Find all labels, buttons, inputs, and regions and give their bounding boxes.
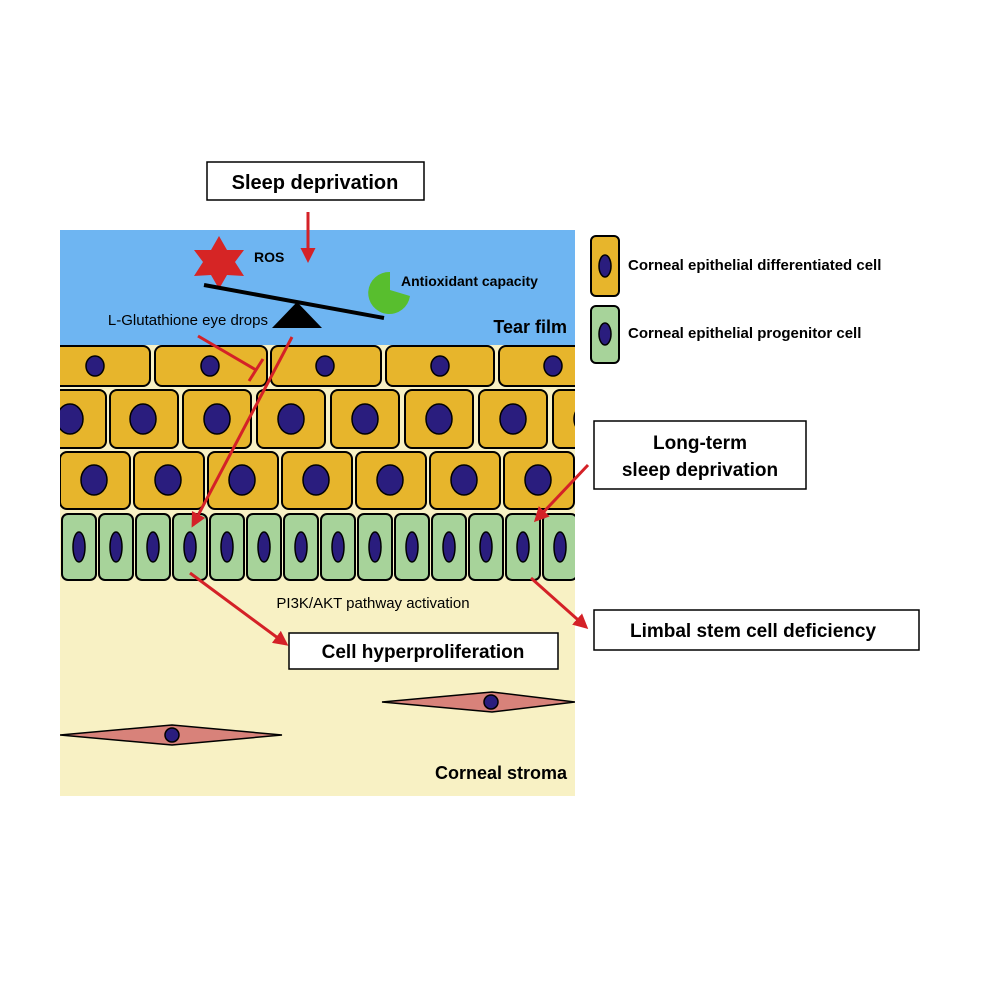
inhibition-arrow <box>197 334 265 382</box>
long-term-label-line1: Long-term <box>653 433 747 454</box>
fulcrum-to-progenitor-arrow <box>191 336 294 528</box>
long-term-sleep-deprivation-box <box>593 420 807 490</box>
keratocyte-right <box>381 691 575 713</box>
cell-hyperproliferation-label: Cell hyperproliferation <box>322 642 525 663</box>
long-term-label-line2: sleep deprivation <box>622 460 778 481</box>
balance-fulcrum-icon <box>272 302 322 328</box>
limbal-stem-cell-deficiency-label: Limbal stem cell deficiency <box>630 621 876 642</box>
sleep-deprivation-label: Sleep deprivation <box>232 172 399 194</box>
legend-differentiated-label: Corneal epithelial differentiated cell <box>628 257 881 274</box>
tear-film-region <box>60 230 575 350</box>
long-term-to-progenitor-arrow <box>533 463 590 523</box>
corneal-stroma-label: Corneal stroma <box>435 763 568 783</box>
progenitor-cell-row <box>61 513 575 581</box>
antioxidant-pie-icon <box>368 271 410 314</box>
limbal-stem-cell-deficiency-box <box>593 609 920 651</box>
antioxidant-label: Antioxidant capacity <box>401 273 538 289</box>
pathway-label: PI3K/AKT pathway activation <box>276 595 469 612</box>
differentiated-cell-row-1 <box>60 345 575 387</box>
ros-label: ROS <box>254 249 284 265</box>
sleep-deprivation-box <box>206 161 425 201</box>
keratocyte-left <box>60 724 283 746</box>
legend: Corneal epithelial differentiated cell C… <box>590 235 881 364</box>
limbal-deficiency-arrow <box>530 576 589 629</box>
tear-film-label: Tear film <box>493 317 567 337</box>
legend-progenitor-label: Corneal epithelial progenitor cell <box>628 325 861 342</box>
hyperproliferation-arrow <box>189 571 289 646</box>
differentiated-cell-row-3 <box>60 451 575 510</box>
legend-differentiated-nucleus <box>598 254 612 278</box>
glutathione-label: L-Glutathione eye drops <box>108 312 268 329</box>
balance-beam <box>203 283 385 320</box>
stroma-region <box>60 580 575 796</box>
legend-progenitor-nucleus <box>598 322 612 346</box>
differentiated-cell-row-2 <box>60 389 575 449</box>
ros-star-icon <box>194 236 244 289</box>
cell-hyperproliferation-box <box>288 632 559 670</box>
